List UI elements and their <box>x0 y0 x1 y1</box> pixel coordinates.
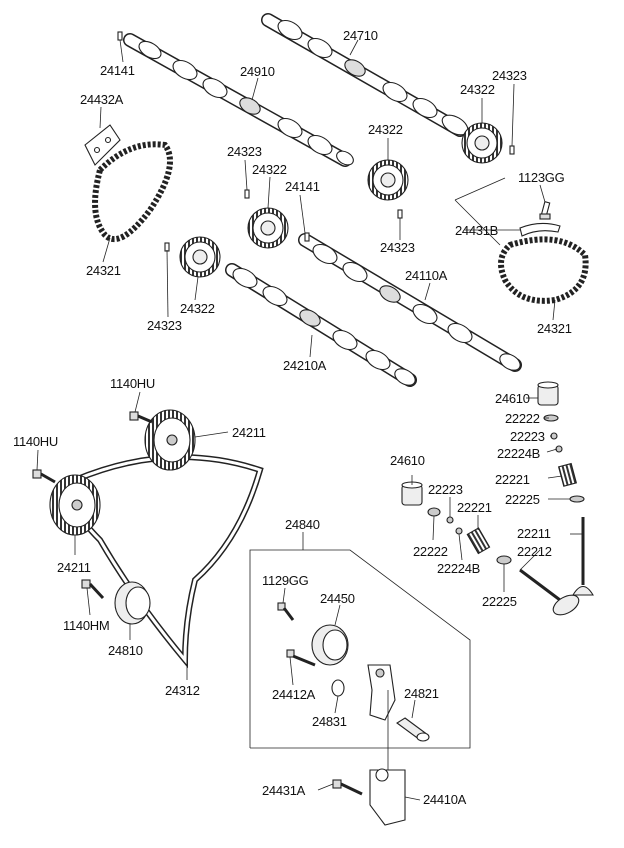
label-24210a: 24210A <box>283 358 327 373</box>
label-24450: 24450 <box>320 591 355 606</box>
label-22212: 22212 <box>517 544 552 559</box>
idler-pulley-24810 <box>114 581 151 625</box>
valve-22211 <box>572 517 594 596</box>
belt-24312 <box>68 454 264 669</box>
label-24610-mid: 24610 <box>390 453 425 468</box>
label-24410a: 24410A <box>423 792 467 807</box>
sprocket-24322-top-right <box>461 122 503 164</box>
valve-22212 <box>519 568 580 616</box>
valve-seat-22225-bottom <box>496 555 512 565</box>
valve-cotter-22223-mid <box>446 516 454 524</box>
label-24710: 24710 <box>343 28 378 43</box>
label-24840: 24840 <box>285 517 320 532</box>
label-24412a: 24412A <box>272 687 316 702</box>
label-1129gg: 1129GG <box>262 573 309 588</box>
chain-24321-right <box>498 236 589 304</box>
camshaft-24210a <box>225 263 417 387</box>
bolt-24412a <box>286 649 316 667</box>
label-24322-left: 24322 <box>180 301 215 316</box>
label-24910: 24910 <box>240 64 275 79</box>
valve-retainer-22222-mid <box>427 507 441 517</box>
leader-lines <box>36 39 583 801</box>
valve-seat-22225-top <box>569 495 585 503</box>
bolt-1140hm <box>81 579 105 600</box>
label-22222-mid: 22222 <box>413 544 448 559</box>
label-22221-mid: 22221 <box>457 500 492 515</box>
pulley-24211-top <box>144 409 196 471</box>
bolt-1129gg <box>277 602 295 621</box>
label-22211: 22211 <box>517 526 551 541</box>
label-24322-top-right: 24322 <box>460 82 495 97</box>
label-24610-top: 24610 <box>495 391 530 406</box>
sprocket-24322-mid-right <box>367 159 409 201</box>
label-1140hu-left: 1140HU <box>13 434 58 449</box>
label-24211-top: 24211 <box>232 425 266 440</box>
chain-guide-24432a <box>84 124 121 166</box>
camshaft-24710 <box>261 13 469 137</box>
label-24323-left: 24323 <box>147 318 182 333</box>
label-24431a: 24431A <box>262 783 306 798</box>
bolt-1140hu-top <box>129 411 153 424</box>
valve-spring-22221-mid <box>466 527 491 555</box>
label-1140hu-top: 1140HU <box>110 376 155 391</box>
spacer-24821 <box>396 717 430 742</box>
label-24323-right: 24323 <box>380 240 415 255</box>
chain-24321-left <box>92 141 173 242</box>
tensioner-bracket-24410a <box>369 768 406 826</box>
label-24323-top-right: 24323 <box>492 68 527 83</box>
label-24432a: 24432A <box>80 92 124 107</box>
label-24321-right: 24321 <box>537 321 572 336</box>
label-24312: 24312 <box>165 683 200 698</box>
chain-tensioner-24431b <box>519 222 561 237</box>
bolt-24431a <box>332 779 363 796</box>
label-24322-mid-right: 24322 <box>368 122 403 137</box>
label-24322-mid: 24322 <box>252 162 287 177</box>
label-22224b-mid: 22224B <box>437 561 480 576</box>
assembly-box-24840 <box>249 549 471 749</box>
sprocket-24322-left <box>179 236 221 278</box>
camshaft-24910 <box>123 33 354 167</box>
part-labels: 24710 24141 24910 24323 24432A 24322 243… <box>13 28 572 807</box>
label-22222-top: 22222 <box>505 411 540 426</box>
label-22224b-top: 22224B <box>497 446 540 461</box>
label-24431b: 24431B <box>455 223 498 238</box>
valve-tappet-24610-mid <box>401 481 423 506</box>
label-1123gg: 1123GG <box>518 170 565 185</box>
pulley-24211-left <box>49 474 101 536</box>
label-24323-mid: 24323 <box>227 144 262 159</box>
label-22225-top: 22225 <box>505 492 540 507</box>
bolt-1140hu-left <box>32 469 56 484</box>
label-24321-left: 24321 <box>86 263 121 278</box>
label-24141-mid: 24141 <box>285 179 320 194</box>
valve-seal-22224b-mid <box>455 527 463 535</box>
label-24831: 24831 <box>312 714 347 729</box>
label-24821: 24821 <box>404 686 439 701</box>
label-24211-left: 24211 <box>57 560 91 575</box>
label-24110a: 24110A <box>405 268 448 283</box>
label-22225-bottom: 22225 <box>482 594 517 609</box>
sprocket-24322-mid <box>247 207 289 249</box>
label-24810: 24810 <box>108 643 143 658</box>
label-24141-top: 24141 <box>100 63 135 78</box>
camshaft-24110a <box>298 233 522 372</box>
label-22223-mid: 22223 <box>428 482 463 497</box>
washer-24831 <box>331 679 345 697</box>
tensioner-pulley-24450 <box>311 624 349 666</box>
tensioner-arm <box>367 664 396 721</box>
valve-tappet-24610-top <box>537 381 559 406</box>
label-22221-top: 22221 <box>495 472 530 487</box>
valve-spring-22221-top <box>557 462 578 487</box>
label-1140hm: 1140HM <box>63 618 109 633</box>
label-22223-top: 22223 <box>510 429 545 444</box>
bolt-1123gg <box>539 201 551 220</box>
